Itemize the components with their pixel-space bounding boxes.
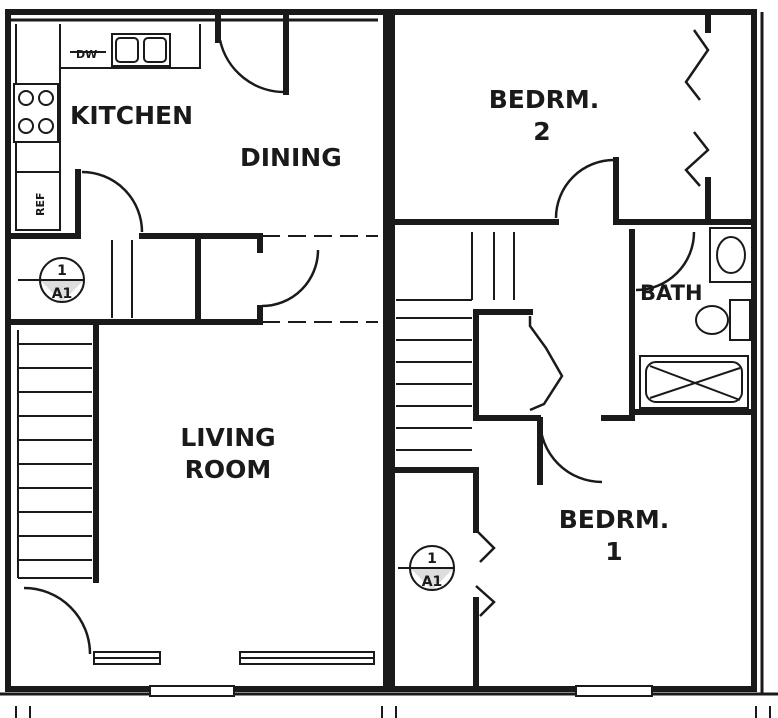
kitchen-counters — [15, 24, 201, 172]
closet-door — [261, 249, 320, 308]
second-floor-stairs — [396, 232, 515, 451]
hall-closet-door — [528, 316, 564, 412]
section-marker-number: 1 — [427, 551, 437, 567]
bedroom2-door — [554, 158, 615, 219]
bath-fixtures — [639, 227, 753, 409]
room-label-living: LIVING — [180, 423, 275, 452]
kitchen-door — [215, 11, 289, 95]
bedroom1-closet-doors — [475, 529, 496, 617]
bath-door — [635, 231, 696, 292]
bedroom1-door — [538, 419, 603, 484]
landing-lines — [111, 240, 133, 318]
room-label-bath: BATH — [640, 281, 703, 305]
room-label-bedroom1-num: 1 — [605, 537, 622, 566]
first-floor-interior-walls — [5, 169, 378, 583]
second-floor-windows — [149, 685, 653, 697]
refrigerator — [15, 171, 61, 231]
second-floor-interior-walls — [389, 11, 757, 692]
room-label-bedroom2-num: 2 — [533, 117, 550, 146]
section-marker-right: 1 A1 — [398, 545, 455, 591]
room-label-kitchen: KITCHEN — [70, 101, 193, 130]
room-label-living-2: ROOM — [185, 455, 272, 484]
bedroom2-closet-doors — [684, 29, 710, 187]
dimension-ticks — [15, 706, 771, 718]
section-marker-number: 1 — [57, 263, 67, 279]
stove — [13, 83, 59, 143]
first-floor-stairs — [17, 330, 92, 579]
section-marker-sheet: A1 — [52, 286, 73, 302]
pantry-door — [81, 170, 144, 233]
section-marker-left: 1 A1 — [18, 257, 85, 303]
room-label-bedroom2: BEDRM. — [489, 85, 600, 114]
section-marker-sheet: A1 — [422, 574, 443, 590]
living-room-windows — [93, 651, 375, 665]
refrigerator-label: REF — [34, 193, 47, 217]
room-label-bedroom1: BEDRM. — [559, 505, 670, 534]
front-door — [23, 586, 92, 655]
dishwasher-label: DW — [76, 48, 97, 61]
room-label-dining: DINING — [240, 143, 342, 172]
